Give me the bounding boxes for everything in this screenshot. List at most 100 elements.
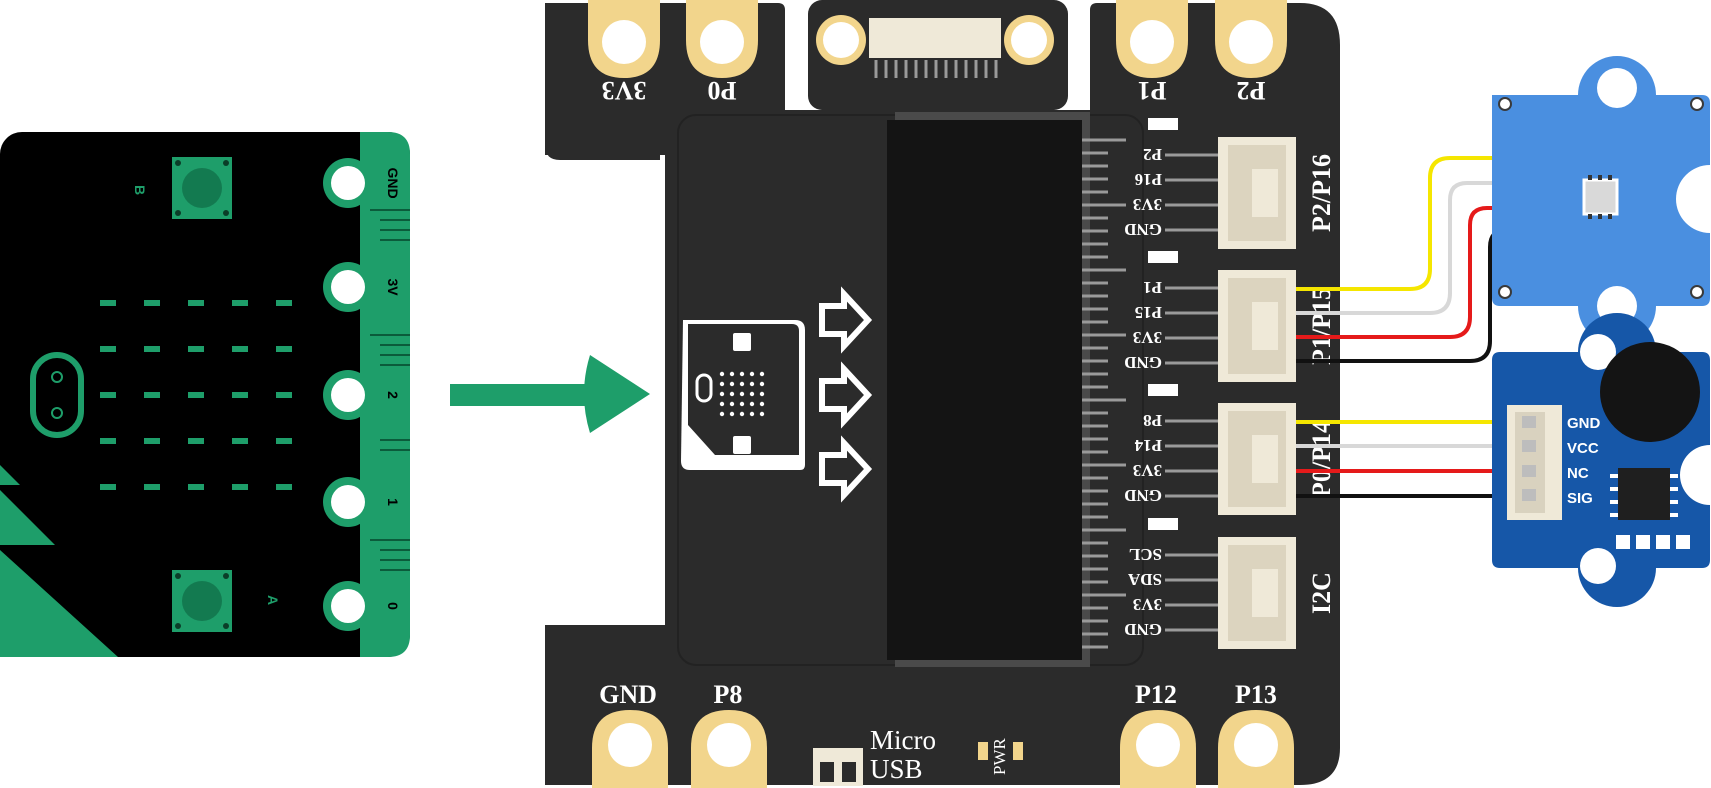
led xyxy=(739,391,745,397)
led xyxy=(232,484,248,490)
connector-marker xyxy=(1148,384,1178,396)
led xyxy=(276,438,292,444)
led xyxy=(232,346,248,352)
led xyxy=(144,346,160,352)
connector-pin-label: SDA xyxy=(1127,570,1162,589)
connector-pin-label: SCL xyxy=(1129,545,1162,564)
edge-slot-ticks xyxy=(1082,138,1126,649)
led xyxy=(188,346,204,352)
connector-marker xyxy=(1148,518,1178,530)
led xyxy=(100,484,116,490)
usb-label: USB xyxy=(870,754,923,784)
mic-pin-label: NC xyxy=(1567,465,1589,482)
outline-arrows xyxy=(819,286,873,503)
flat-connector xyxy=(869,18,1001,58)
led xyxy=(749,371,755,377)
led xyxy=(719,391,725,397)
led xyxy=(188,392,204,398)
sound-sensor-module xyxy=(1492,313,1711,607)
led xyxy=(739,371,745,377)
led xyxy=(739,401,745,407)
pad-p1 xyxy=(1116,0,1188,78)
led xyxy=(719,371,725,377)
connector-pin-label: GND xyxy=(1124,353,1162,372)
led xyxy=(144,300,160,306)
led xyxy=(759,401,765,407)
microbit-pin-label: 1 xyxy=(385,498,401,506)
wire-white xyxy=(1296,181,1500,315)
pad-label: P1 xyxy=(1138,76,1167,105)
connector-pin-label: 3V3 xyxy=(1133,195,1162,214)
usb-label: Micro xyxy=(870,725,936,755)
led xyxy=(759,411,765,417)
pad-p0 xyxy=(686,0,758,78)
led xyxy=(100,300,116,306)
pwr-label: PWR xyxy=(990,738,1009,776)
pad-label: P2 xyxy=(1237,76,1266,105)
pad-3v3 xyxy=(588,0,660,78)
ic-chip xyxy=(1618,468,1670,520)
arrow-right-icon xyxy=(819,361,873,429)
micro-usb-connector xyxy=(813,748,863,786)
microbit-icon-leds xyxy=(719,371,765,417)
button-a-label: A xyxy=(265,595,281,605)
connector-pin-label: P14 xyxy=(1134,436,1162,455)
led xyxy=(729,401,735,407)
connector-pin-label: 3V3 xyxy=(1133,595,1162,614)
connector-pin-label: 3V3 xyxy=(1133,328,1162,347)
connector-pin-label: P8 xyxy=(1143,411,1162,430)
pad-p2 xyxy=(1215,0,1287,78)
microbit-led-matrix xyxy=(100,300,292,490)
led xyxy=(144,484,160,490)
led xyxy=(100,392,116,398)
connector-marker xyxy=(1148,251,1178,263)
microbit-corner-graphic xyxy=(0,465,118,657)
microbit-edge-ticks xyxy=(370,209,410,571)
microbit-pin-label: 2 xyxy=(385,391,401,399)
led xyxy=(759,371,765,377)
pad-p8 xyxy=(691,710,767,788)
wire-red xyxy=(1296,206,1505,339)
microbit-body xyxy=(0,132,410,657)
mic-pin-label: SIG xyxy=(1567,490,1593,507)
led xyxy=(719,401,725,407)
led xyxy=(739,411,745,417)
connector-title: P2/P16 xyxy=(1307,154,1336,232)
microbit-icon xyxy=(681,320,805,470)
microbit-pin-label: 0 xyxy=(385,602,401,610)
led xyxy=(276,392,292,398)
led xyxy=(276,300,292,306)
button-b-label: B xyxy=(132,185,148,195)
edge-slot-inner xyxy=(887,120,1082,660)
connector-title: P1/P15 xyxy=(1307,287,1336,365)
led xyxy=(729,381,735,387)
led xyxy=(188,300,204,306)
led xyxy=(749,381,755,387)
led xyxy=(100,438,116,444)
connector-pin-label: 3V3 xyxy=(1133,461,1162,480)
led xyxy=(276,346,292,352)
arrow-right-icon xyxy=(819,435,873,503)
arrow-right-icon xyxy=(450,355,650,433)
pad-label: P0 xyxy=(708,76,737,105)
microbit-button-a xyxy=(172,570,232,632)
pad-p12 xyxy=(1120,710,1196,788)
connector-pin-label: GND xyxy=(1124,620,1162,639)
led xyxy=(144,438,160,444)
connector-pin-label: GND xyxy=(1124,220,1162,239)
microbit-pin-holes xyxy=(323,158,373,631)
microbit-logo xyxy=(30,352,84,438)
arrow-right-icon xyxy=(819,286,873,354)
led xyxy=(719,411,725,417)
led xyxy=(729,371,735,377)
led xyxy=(232,438,248,444)
pwr-led xyxy=(978,742,1023,760)
expansion-board xyxy=(545,0,1340,785)
connector-title: P0/P14 xyxy=(1307,420,1336,498)
led xyxy=(232,300,248,306)
flat-connector-pins xyxy=(874,60,998,78)
smd-parts xyxy=(1616,535,1690,549)
led xyxy=(749,411,755,417)
